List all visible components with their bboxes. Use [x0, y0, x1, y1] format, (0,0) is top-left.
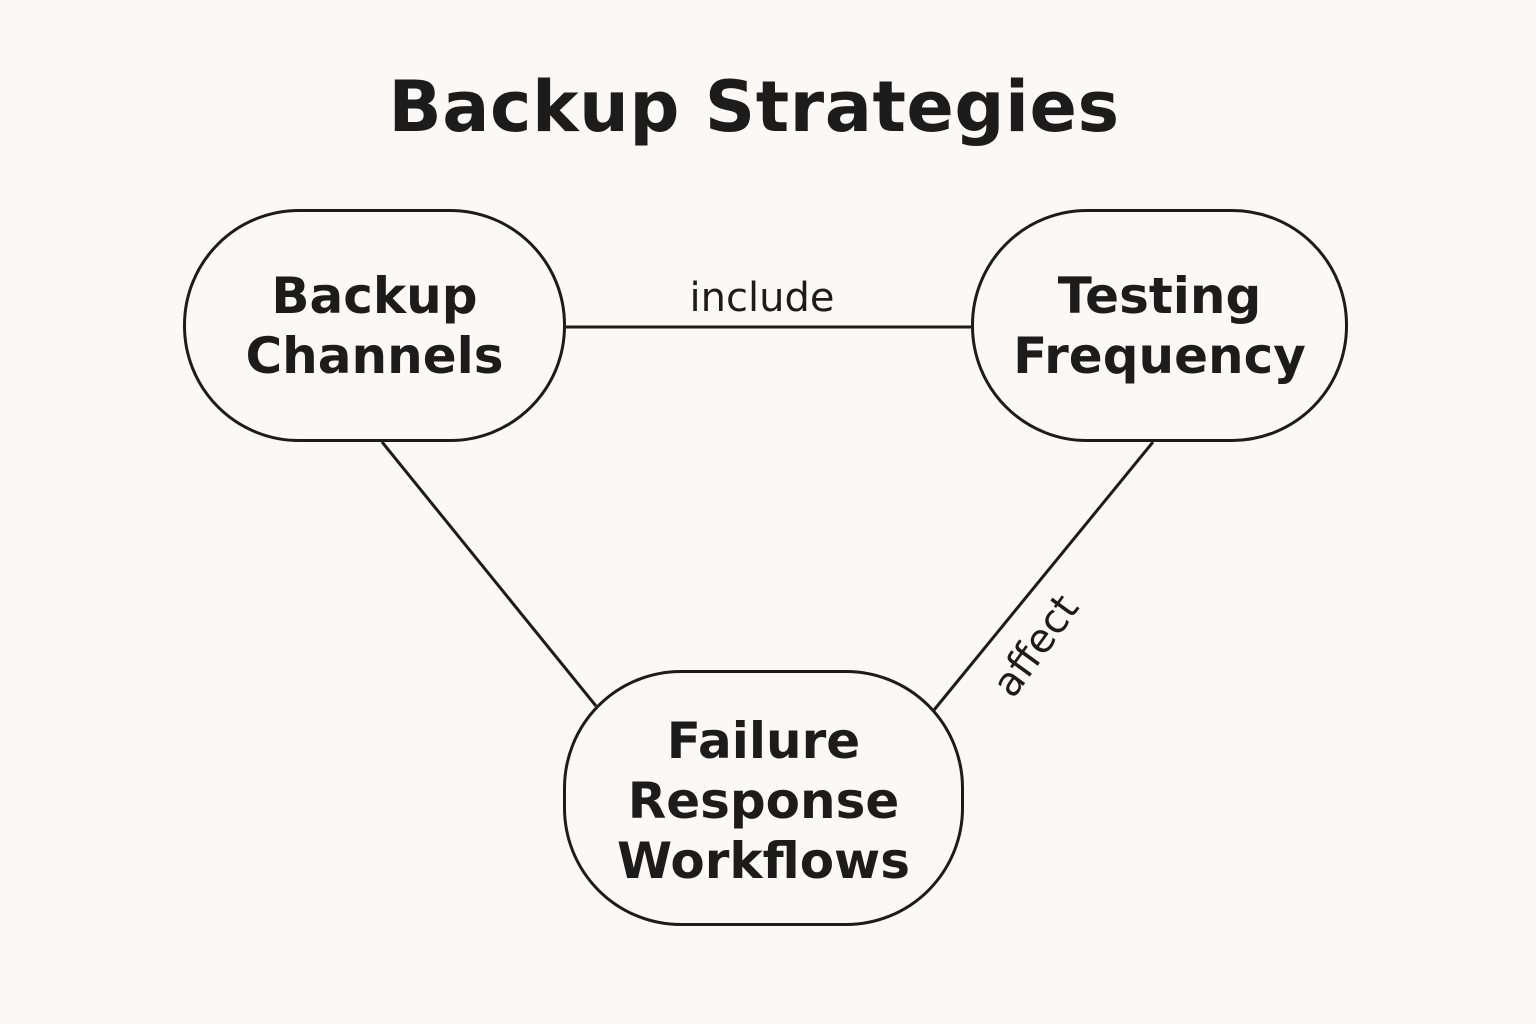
diagram-title: Backup Strategies	[388, 66, 1120, 148]
node-backup-channels-label: Backup Channels	[245, 266, 504, 385]
node-failure-response-workflows-label: Failure Response Workflows	[617, 712, 910, 890]
node-failure-response-workflows: Failure Response Workflows	[563, 670, 964, 926]
edge-testing-failure	[932, 441, 1155, 711]
node-testing-frequency-label: Testing Frequency	[1013, 266, 1306, 385]
node-backup-channels: Backup Channels	[183, 209, 566, 442]
node-testing-frequency: Testing Frequency	[971, 209, 1348, 442]
edge-label-include: include	[689, 275, 835, 321]
edge-channels-failure	[380, 441, 598, 707]
